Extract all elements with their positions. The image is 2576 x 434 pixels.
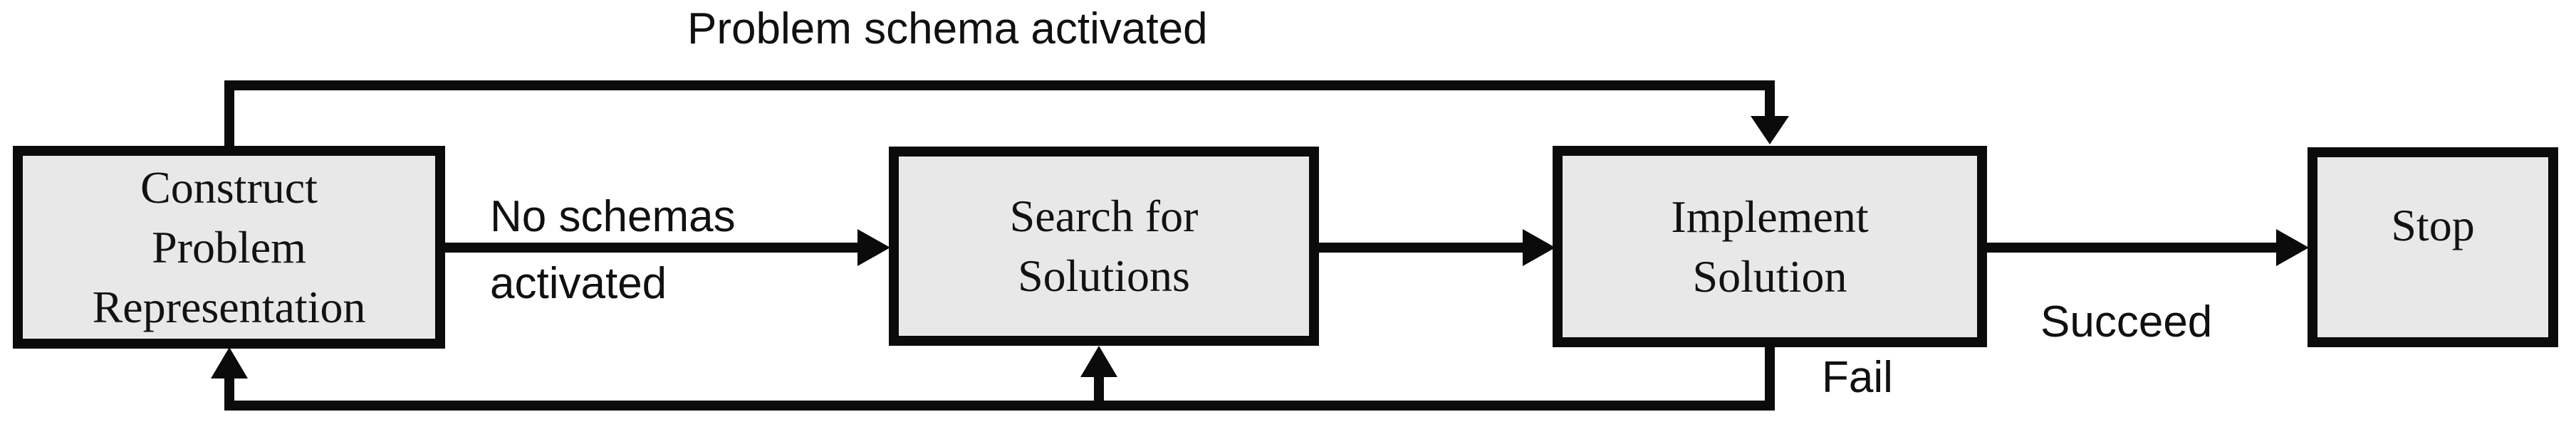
connector-fail-vertical bbox=[1765, 347, 1775, 411]
edge-label-fail: Fail bbox=[1822, 353, 1893, 402]
node-implement-solution: Implement Solution bbox=[1553, 146, 1987, 347]
node-construct-problem-representation: Construct Problem Representation bbox=[13, 146, 445, 349]
arrowhead-into-search bbox=[857, 229, 890, 266]
arrowhead-up-into-search bbox=[1080, 346, 1117, 377]
arrowhead-up-into-construct bbox=[211, 347, 248, 379]
connector-bottom-vertical-mid bbox=[1094, 373, 1104, 411]
node-stop: Stop bbox=[2308, 147, 2558, 347]
arrowhead-into-stop bbox=[2276, 229, 2309, 266]
connector-bottom-vertical-left bbox=[224, 374, 234, 411]
connector-construct-to-search bbox=[445, 243, 858, 253]
node-search-for-solutions: Search for Solutions bbox=[889, 147, 1319, 346]
connector-search-to-implement bbox=[1319, 243, 1524, 253]
connector-top-vertical-left bbox=[224, 80, 234, 149]
edge-label-problem-schema-activated: Problem schema activated bbox=[687, 4, 1208, 53]
connector-top-vertical-right bbox=[1765, 80, 1775, 121]
connector-top-horizontal bbox=[224, 80, 1775, 90]
connector-implement-to-stop bbox=[1987, 243, 2278, 253]
arrowhead-down-into-implement bbox=[1751, 116, 1789, 144]
edge-label-succeed: Succeed bbox=[2040, 297, 2213, 346]
edge-label-no-schemas-activated: No schemas activated bbox=[490, 192, 736, 308]
connector-bottom-horizontal bbox=[224, 401, 1775, 411]
arrowhead-into-implement bbox=[1523, 229, 1555, 266]
